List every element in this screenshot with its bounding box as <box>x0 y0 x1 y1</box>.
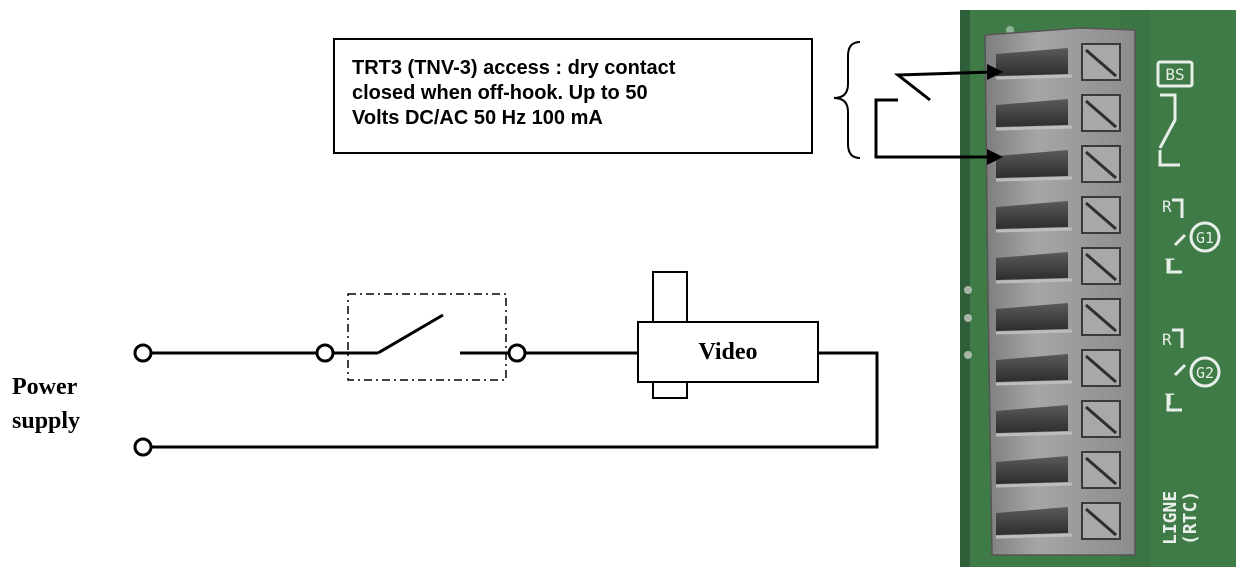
switch-enclosure <box>347 293 507 381</box>
power-supply-line-2: supply <box>12 408 81 434</box>
terminal-screw-slot <box>1085 48 1117 78</box>
terminal-screw-slot <box>1085 507 1117 537</box>
video-box <box>637 321 819 383</box>
terminal-ledge <box>995 482 1073 488</box>
terminal-board-photo: BS R T G1 R T G2 LIGNE (RTC) <box>960 10 1236 567</box>
arrow-head-upper <box>987 64 1003 80</box>
terminal-ledge <box>995 74 1073 80</box>
power-circuit <box>151 313 879 449</box>
rtc-label: (RTC) <box>1180 491 1201 545</box>
terminal-ledge <box>995 278 1073 284</box>
terminal-ledge <box>995 227 1073 233</box>
note-line-2: closed when off-hook. Up to 50 <box>352 82 648 104</box>
terminal-slot <box>996 201 1068 229</box>
terminal-screw-slot <box>1085 456 1117 486</box>
t-label-1: T <box>1165 255 1175 274</box>
curly-brace <box>833 41 861 159</box>
r-label-1: R <box>1162 197 1172 216</box>
ligne-label: LIGNE <box>1160 491 1181 545</box>
terminal-screw-slot <box>1085 99 1117 129</box>
silkscreen <box>1156 60 1221 412</box>
terminal-ledge <box>995 380 1073 386</box>
switch-blade <box>377 313 444 355</box>
terminal-screw-slot <box>1085 354 1117 384</box>
terminal-slot <box>996 150 1068 178</box>
power-terminal-bottom <box>133 437 153 457</box>
terminal-ledge <box>995 533 1073 539</box>
r-label-2: R <box>1162 330 1172 349</box>
terminal-screw-slot <box>1085 303 1117 333</box>
bs-label: BS <box>1165 65 1184 84</box>
power-supply-label: Power supply <box>12 370 80 438</box>
g2-circle <box>1189 356 1221 388</box>
terminal-slot <box>996 405 1068 433</box>
dry-contact-note: TRT3 (TNV-3) access : dry contact closed… <box>333 38 813 154</box>
note-line-3: Volts DC/AC 50 Hz 100 mA <box>352 107 603 129</box>
terminal-screw <box>1081 94 1121 132</box>
note-line-1: TRT3 (TNV-3) access : dry contact <box>352 57 676 79</box>
terminal-screw-slot <box>1085 150 1117 180</box>
bs-label-box <box>1156 60 1194 88</box>
switch-terminal-left <box>315 343 335 363</box>
terminal-slot <box>996 48 1068 76</box>
terminal-screw-slot <box>1085 201 1117 231</box>
terminal-screw-slot <box>1085 252 1117 282</box>
terminal-ledge <box>995 125 1073 131</box>
switch-terminal-right <box>507 343 527 363</box>
power-supply-line-1: Power <box>12 374 78 400</box>
terminal-slot <box>996 303 1068 331</box>
terminal-slot <box>996 507 1068 535</box>
terminal-ledge <box>995 431 1073 437</box>
terminal-slot <box>996 252 1068 280</box>
terminal-ledge <box>995 329 1073 335</box>
terminal-circles <box>133 343 527 457</box>
terminal-ledge <box>995 176 1073 182</box>
g2-label: G2 <box>1196 364 1214 382</box>
t-label-2: T <box>1165 390 1175 409</box>
g1-label: G1 <box>1196 229 1214 247</box>
terminal-slot <box>996 99 1068 127</box>
arrow-head-lower <box>987 149 1003 165</box>
terminal-slot <box>996 456 1068 484</box>
terminal-screw-slot <box>1085 405 1117 435</box>
power-terminal-top <box>133 343 153 363</box>
video-label: Video <box>698 338 758 365</box>
dry-contact-symbol <box>874 70 993 159</box>
terminal-slot <box>996 354 1068 382</box>
g1-circle <box>1189 221 1221 253</box>
